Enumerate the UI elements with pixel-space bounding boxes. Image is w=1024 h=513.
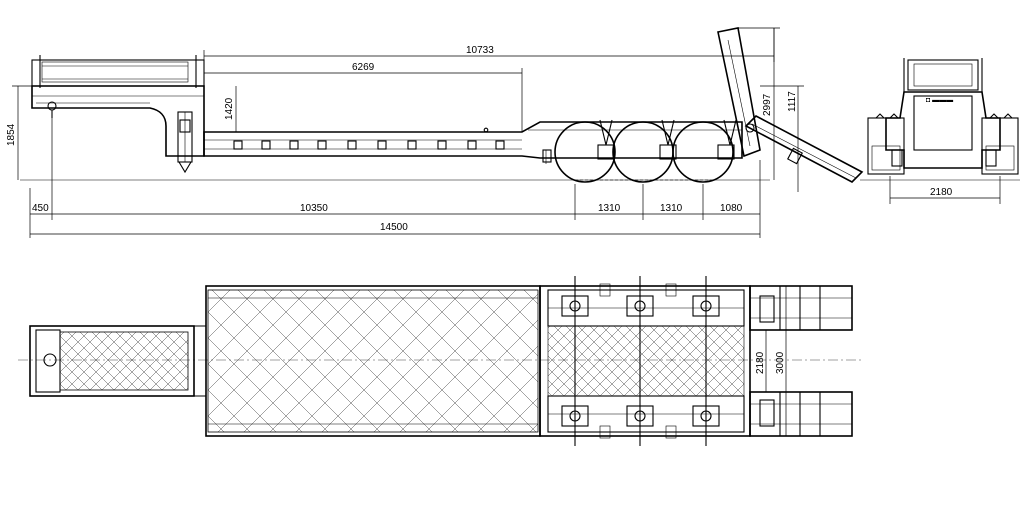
- ramps-plan: [749, 285, 853, 437]
- stake-pockets: [233, 140, 505, 150]
- gooseneck-body: [31, 85, 205, 157]
- dim-front-overhang: 450: [32, 203, 49, 214]
- king-pin-plan-icon: [43, 353, 57, 367]
- wheel-1: [554, 121, 616, 183]
- plan-dimensions: 2180 3000: [755, 286, 787, 436]
- rear-view-badge: ◘ ▬▬▬: [926, 97, 953, 104]
- side-view: 10733 6269 1420 1854 2997 1117: [6, 27, 864, 238]
- rear-ramp-lowered: [744, 115, 864, 183]
- rear-ramp-raised: [717, 27, 761, 158]
- wheel-3: [672, 121, 734, 183]
- main-deck: [203, 121, 743, 159]
- tandem-axle-wheels: [542, 119, 737, 183]
- rear-view: ◘ ▬▬▬ 2180: [860, 58, 1020, 204]
- wheel-2: [612, 121, 674, 183]
- dim-plan-overall-width: 3000: [775, 351, 786, 374]
- rear-section-plan: [539, 285, 751, 437]
- dim-plan-inner-width: 2180: [755, 351, 766, 374]
- dim-gooseneck-height: 1420: [224, 97, 235, 120]
- dim-deck-length: 10350: [300, 203, 328, 214]
- dim-axle-spacing-1: 1310: [598, 203, 621, 214]
- dim-ramp-height: 2997: [762, 93, 773, 116]
- plan-view: 2180 3000: [18, 276, 862, 446]
- dim-rear-deck-height: 1117: [787, 91, 798, 112]
- side-dimensions: 10733 6269 1420 1854 2997 1117: [6, 27, 804, 238]
- deck-plan: [205, 285, 541, 437]
- dim-front-height: 1854: [6, 123, 17, 146]
- landing-gear: [177, 111, 193, 174]
- dim-deck-to-axle: 6269: [352, 62, 375, 73]
- dim-axle-spacing-2: 1310: [660, 203, 683, 214]
- dim-rear-view-track: 2180: [930, 187, 953, 198]
- gooseneck-headboard: [31, 55, 205, 88]
- dim-rear-overhang: 1080: [720, 203, 743, 214]
- gooseneck-plan: [29, 325, 206, 397]
- dim-overall-length: 14500: [380, 222, 408, 233]
- axles-plan: [561, 276, 720, 446]
- dim-gooseneck-to-ramp: 10733: [466, 45, 494, 56]
